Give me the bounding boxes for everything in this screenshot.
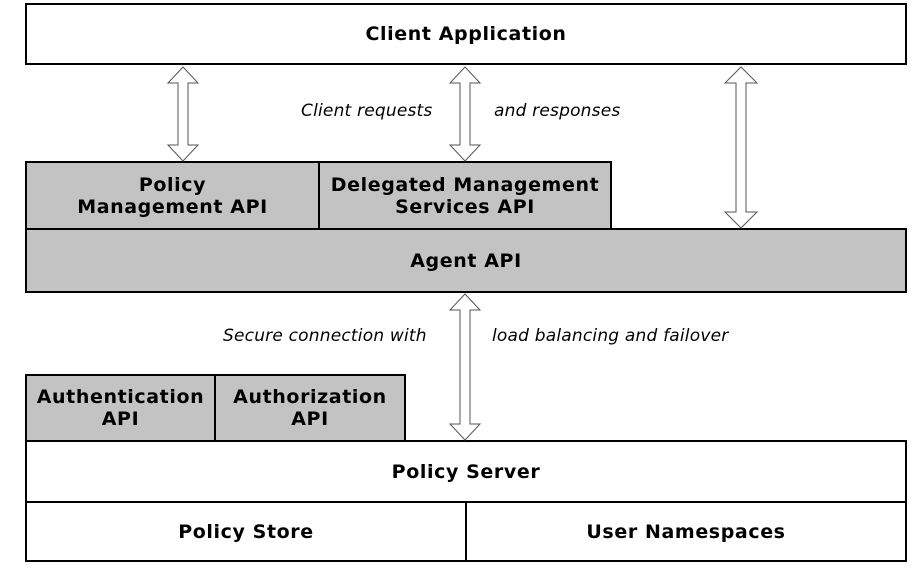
secure-connection-caption: Secure connection with bbox=[223, 326, 427, 346]
client-application-label: Client Application bbox=[365, 23, 567, 45]
and-responses-caption: and responses bbox=[494, 101, 621, 121]
user-namespaces-box: User Namespaces bbox=[465, 501, 907, 562]
double-arrow-icon bbox=[448, 66, 482, 162]
user-namespaces-label: User Namespaces bbox=[586, 520, 786, 543]
policy-server-label: Policy Server bbox=[391, 460, 541, 483]
client-application-box: Client Application bbox=[25, 3, 907, 65]
policy-management-api-label: Policy Management API bbox=[77, 173, 268, 218]
agent-api-box: Agent API bbox=[25, 228, 907, 293]
double-arrow-icon bbox=[723, 66, 759, 229]
authorization-api-label: Authorization API bbox=[233, 386, 387, 430]
policy-server-box: Policy Server bbox=[25, 440, 907, 503]
authorization-api-box: Authorization API bbox=[214, 374, 406, 442]
load-balancing-caption: load balancing and failover bbox=[492, 326, 729, 346]
authentication-api-label: Authentication API bbox=[36, 386, 205, 430]
policy-store-box: Policy Store bbox=[25, 501, 467, 562]
authentication-api-box: Authentication API bbox=[25, 374, 216, 442]
delegated-management-services-api-label: Delegated Management Services API bbox=[330, 173, 600, 218]
delegated-management-services-api-box: Delegated Management Services API bbox=[318, 161, 612, 230]
agent-api-label: Agent API bbox=[410, 249, 522, 272]
double-arrow-icon bbox=[448, 293, 482, 441]
policy-store-label: Policy Store bbox=[178, 520, 314, 543]
policy-management-api-box: Policy Management API bbox=[25, 161, 320, 230]
client-requests-caption: Client requests bbox=[301, 101, 433, 121]
double-arrow-icon bbox=[166, 66, 200, 162]
